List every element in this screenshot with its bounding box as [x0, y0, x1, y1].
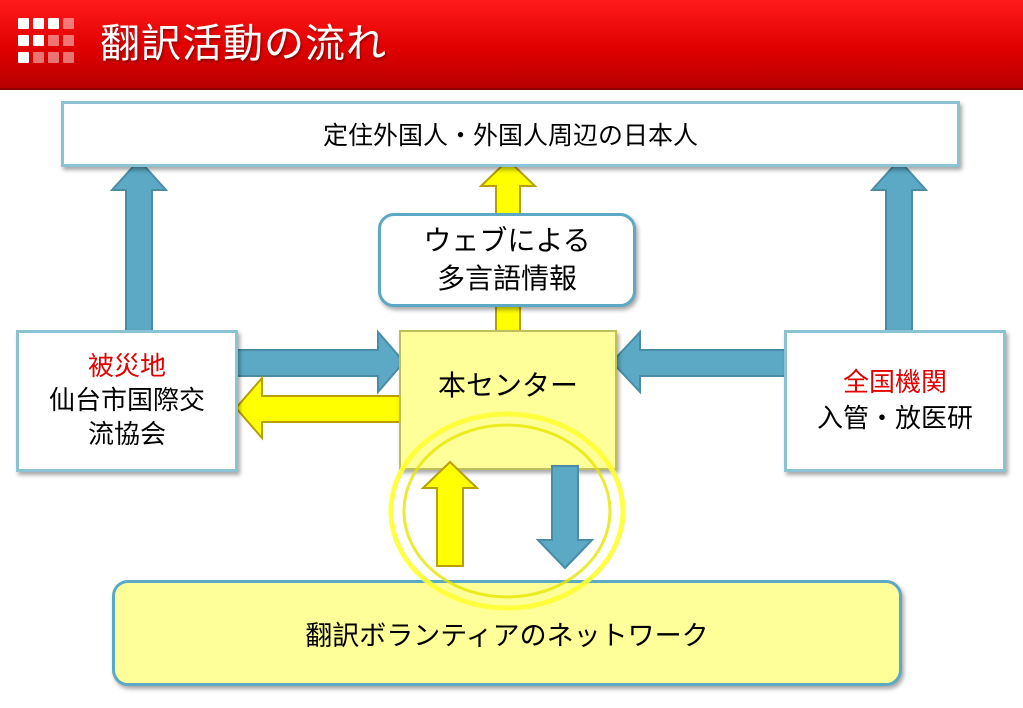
arrow-left-center-to-left — [234, 375, 409, 441]
web-info-line1: ウェブによる — [423, 224, 591, 257]
residents-box: 定住外国人・外国人周辺の日本人 — [61, 101, 960, 167]
national-agencies-box: 全国機関 入管・放医研 — [784, 330, 1006, 472]
disaster-area-line1: 仙台市国際交 — [48, 386, 205, 416]
arrow-down-center-to-network — [535, 465, 595, 570]
page-title: 翻訳活動の流れ — [100, 21, 387, 67]
residents-label: 定住外国人・外国人周辺の日本人 — [322, 121, 698, 150]
center-box: 本センター — [399, 330, 617, 470]
volunteer-network-label: 翻訳ボランティアのネットワーク — [305, 620, 709, 652]
disaster-area-box: 被災地 仙台市国際交 流協会 — [16, 330, 238, 472]
arrow-right-left-to-center — [231, 329, 406, 395]
national-agencies-line1: 入管・放医研 — [816, 404, 973, 434]
disaster-area-line2: 流協会 — [87, 420, 166, 450]
national-agencies-heading: 全国機関 — [842, 368, 947, 398]
disaster-area-heading: 被災地 — [87, 352, 166, 382]
arrow-left-right-to-center — [610, 329, 791, 395]
web-info-box: ウェブによる 多言語情報 — [378, 213, 636, 307]
grid-squares-icon — [18, 18, 76, 70]
header-bar: 翻訳活動の流れ — [0, 0, 1023, 90]
cycle-ring-outer — [388, 411, 626, 611]
cycle-ring-inner — [402, 423, 612, 599]
center-label: 本センター — [437, 369, 578, 402]
arrow-up-network-to-center — [420, 460, 480, 567]
web-info-line2: 多言語情報 — [436, 262, 577, 295]
